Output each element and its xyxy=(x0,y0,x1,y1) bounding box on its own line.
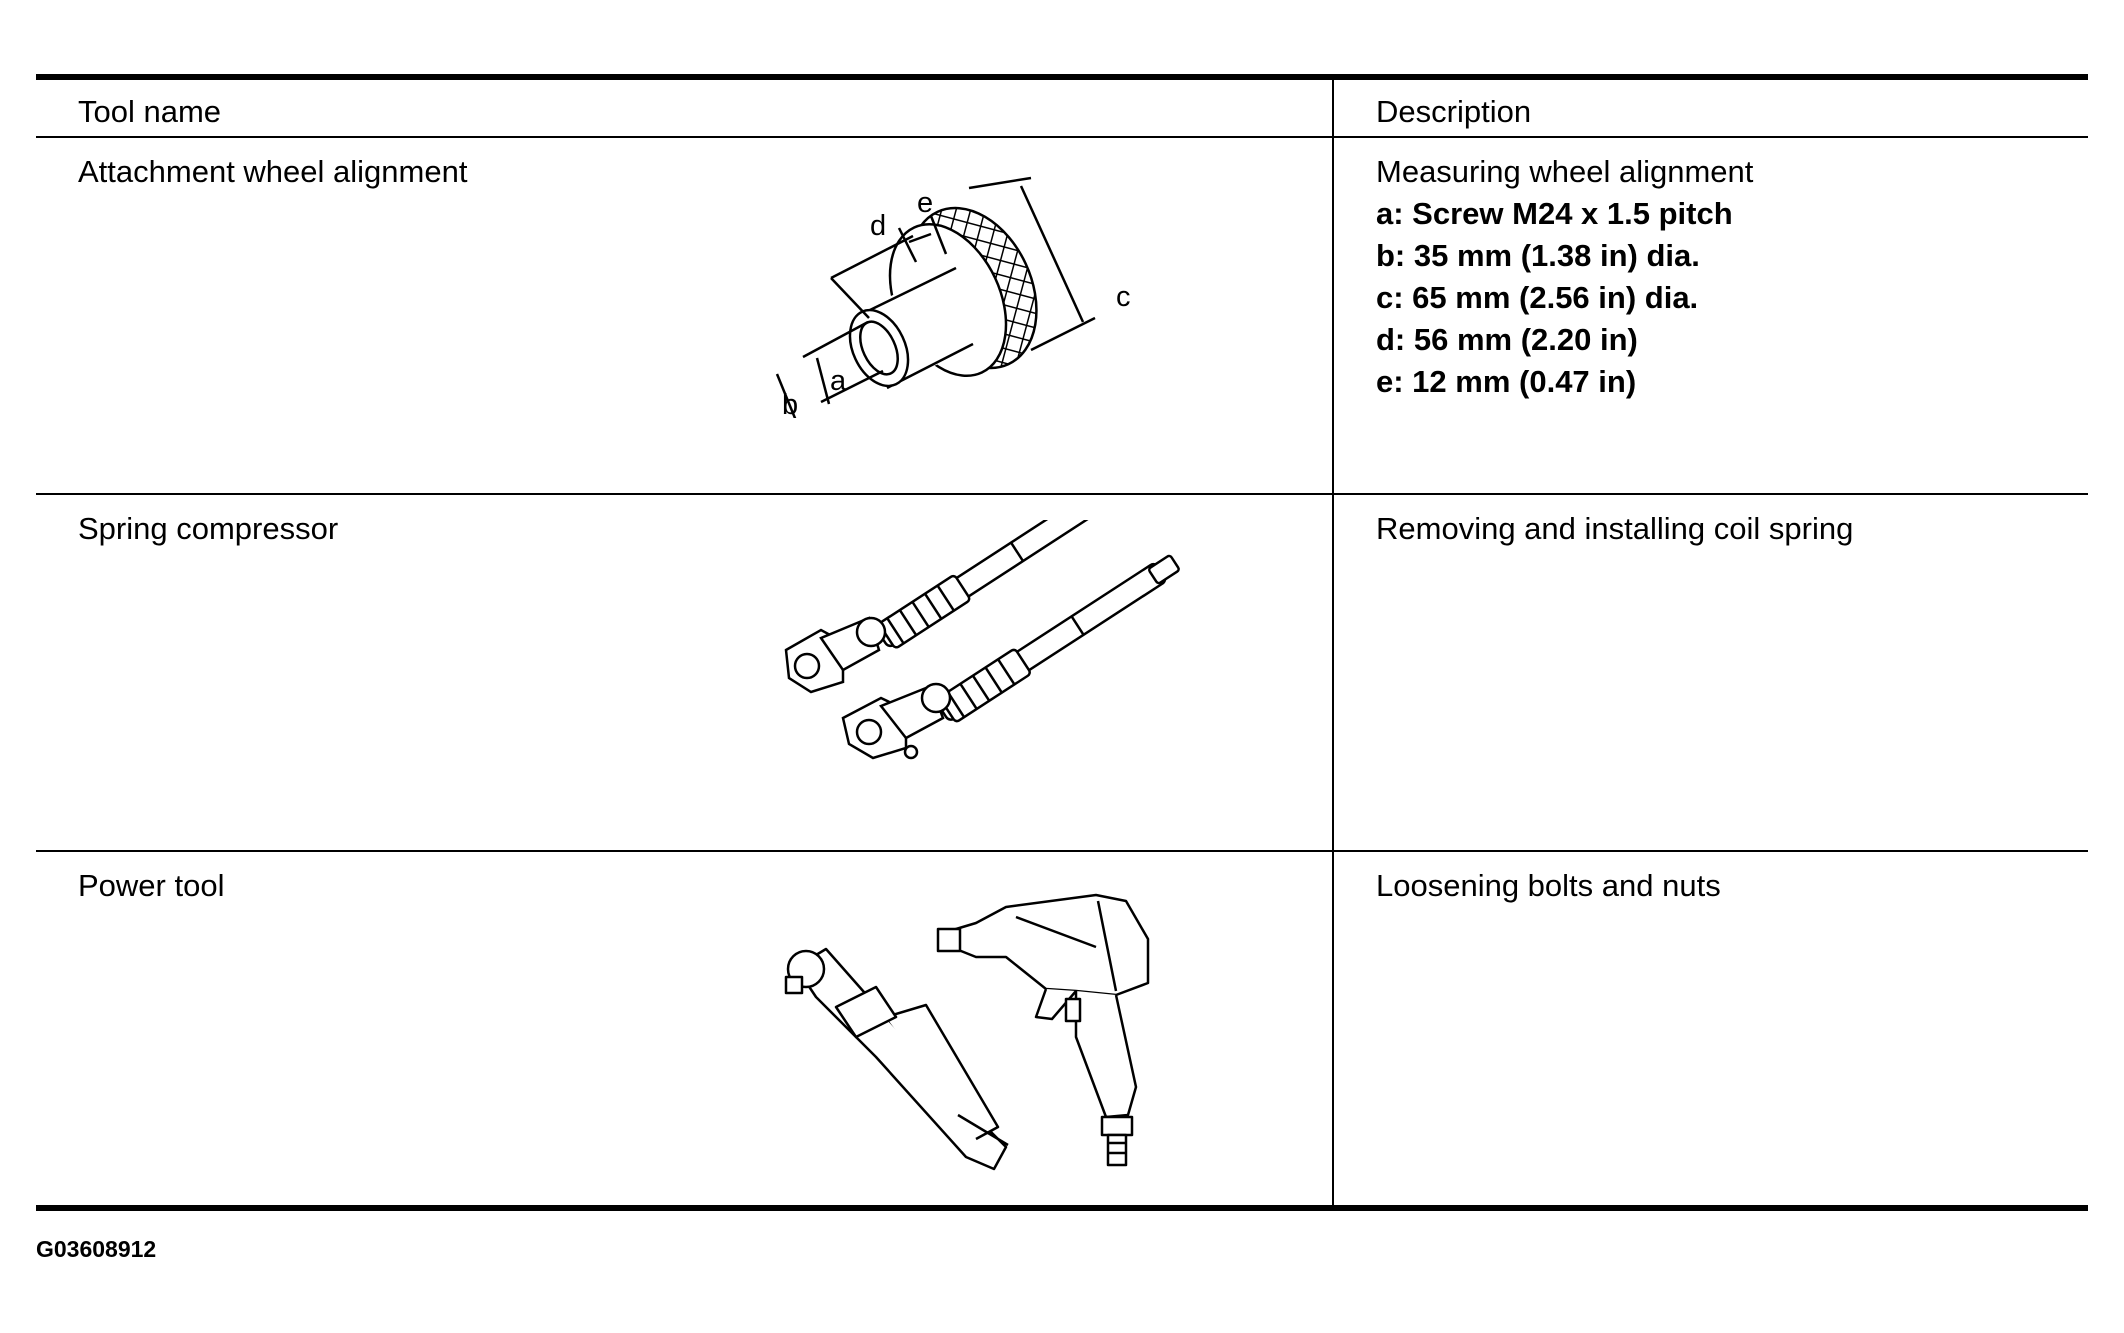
special-tools-table: Tool name Description Attachment wheel a… xyxy=(36,74,2088,1211)
spec-a: a: Screw M24 x 1.5 pitch xyxy=(1376,196,1733,231)
dimension-label-b: b xyxy=(782,389,798,418)
table-header-row: Tool name Description xyxy=(36,77,2088,137)
figure-code: G03608912 xyxy=(36,1236,157,1262)
table-row-power-tool: Power tool xyxy=(36,851,2088,1208)
description-cell: Measuring wheel alignment a: Screw M24 x… xyxy=(1332,137,2088,494)
tool-name: Spring compressor xyxy=(78,511,339,546)
spec-e: e: 12 mm (0.47 in) xyxy=(1376,364,1637,399)
spring-compressor-illustration xyxy=(784,520,1180,760)
spec-c: c: 65 mm (2.56 in) dia. xyxy=(1376,280,1699,315)
tool-description: Loosening bolts and nuts xyxy=(1376,868,1721,903)
tool-description: Measuring wheel alignment xyxy=(1376,154,1754,189)
dimension-label-d: d xyxy=(870,210,886,242)
tool-name: Power tool xyxy=(78,868,225,903)
tool-description: Removing and installing coil spring xyxy=(1376,511,1854,546)
header-description: Description xyxy=(1332,77,2088,137)
table-row-attachment: Attachment wheel alignment xyxy=(36,137,2088,494)
tool-name: Attachment wheel alignment xyxy=(78,154,468,189)
dimension-label-a: a xyxy=(830,365,847,397)
tool-cell: Spring compressor xyxy=(36,494,1333,851)
description-cell: Loosening bolts and nuts xyxy=(1332,851,2088,1208)
header-tool-name: Tool name xyxy=(78,94,222,129)
description-cell: Removing and installing coil spring xyxy=(1332,494,2088,851)
table-row-spring-compressor: Spring compressor xyxy=(36,494,2088,851)
tool-cell: Attachment wheel alignment xyxy=(36,137,1333,494)
dimension-label-c: c xyxy=(1116,281,1131,313)
spec-list: a: Screw M24 x 1.5 pitch b: 35 mm (1.38 … xyxy=(1376,196,2088,400)
dimension-label-e: e xyxy=(917,187,933,219)
tool-cell: Power tool xyxy=(36,851,1333,1208)
power-tool-illustration xyxy=(784,893,1150,1171)
wheel-alignment-attachment-illustration: b a d e c xyxy=(775,176,1131,418)
spec-b: b: 35 mm (1.38 in) dia. xyxy=(1376,238,1700,273)
spec-d: d: 56 mm (2.20 in) xyxy=(1376,322,1638,357)
